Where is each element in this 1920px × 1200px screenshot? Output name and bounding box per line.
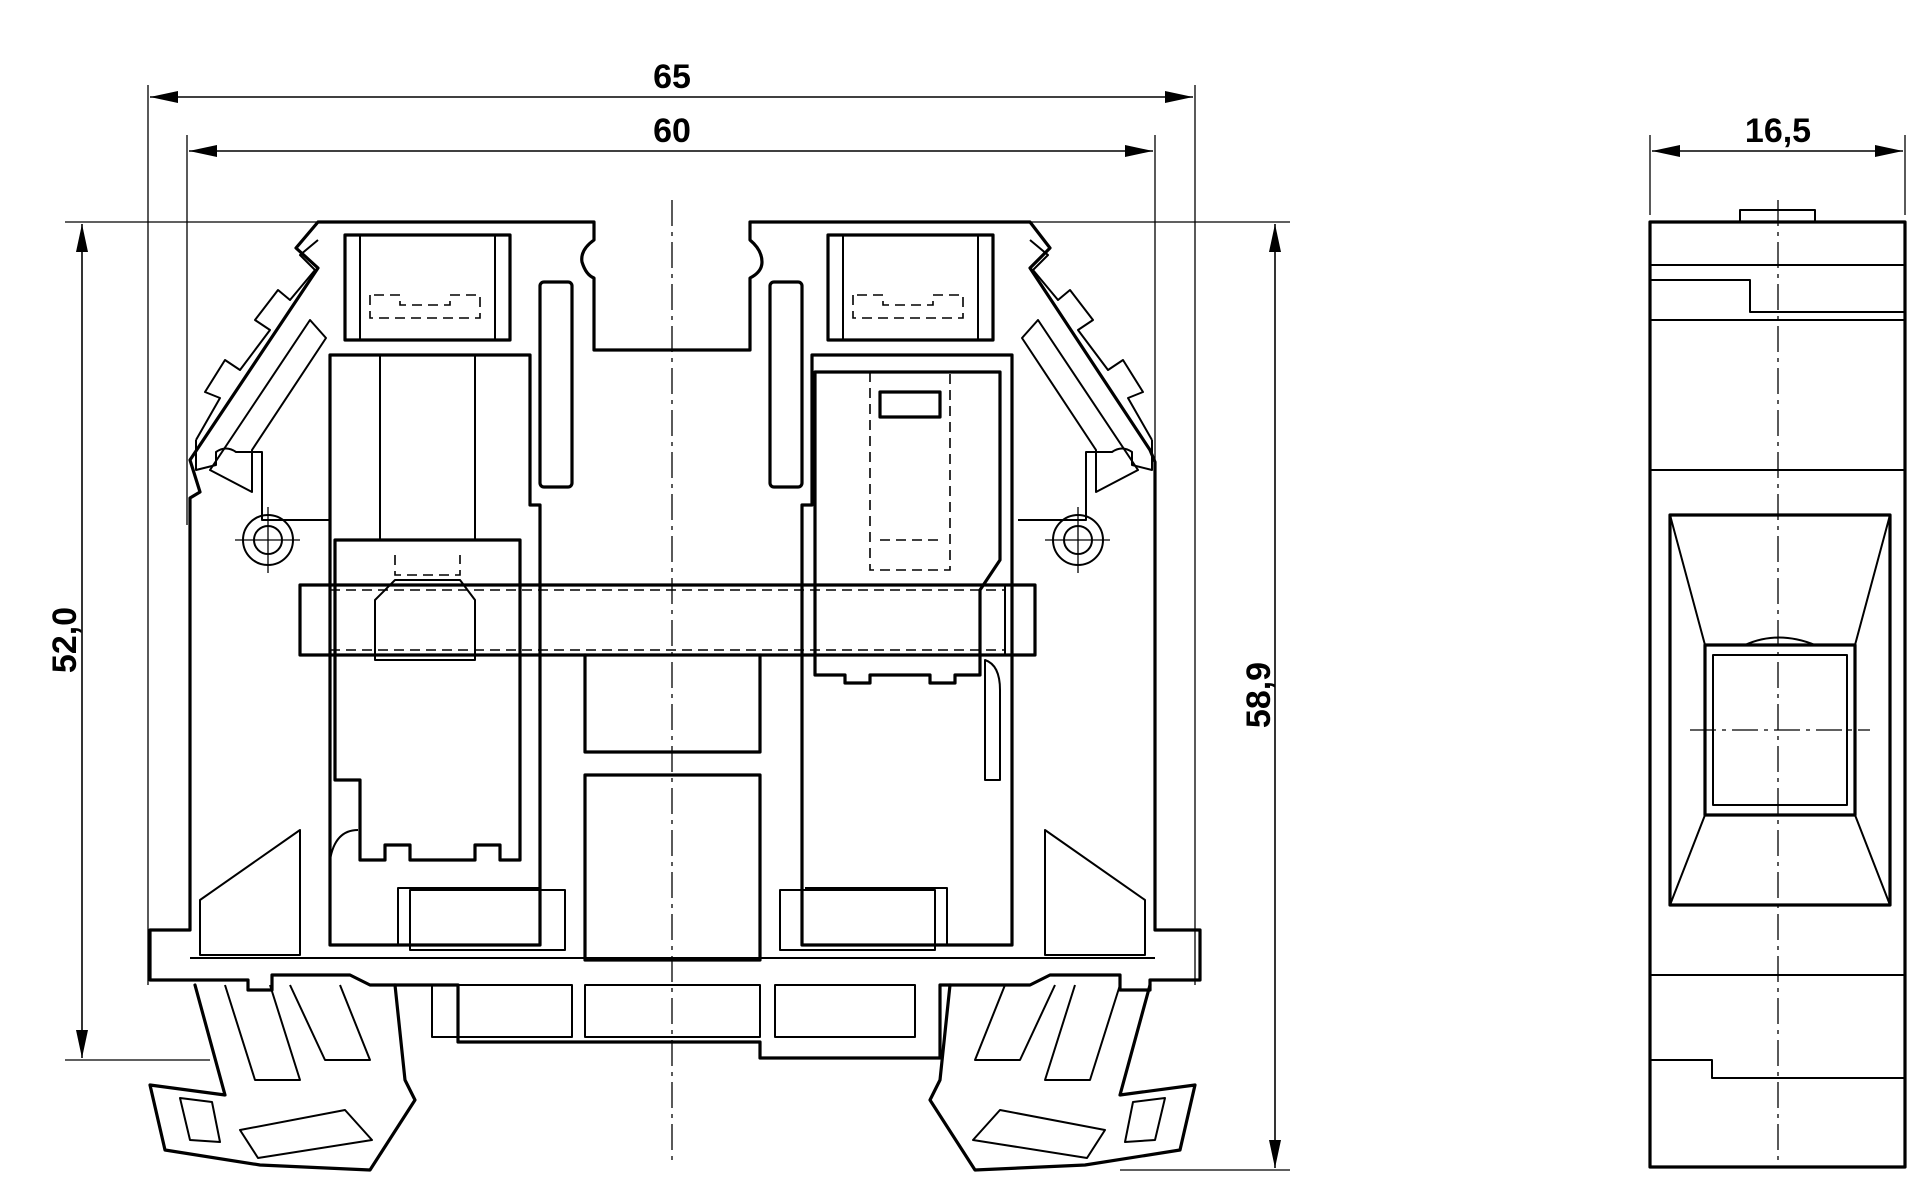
right-screw-head [826, 233, 995, 342]
dimension-60-label: 60 [653, 112, 691, 150]
right-clamp-yoke [813, 370, 1002, 685]
left-side-pocket [409, 889, 566, 951]
front-view [148, 200, 1202, 1172]
side-wire-entry [1668, 513, 1892, 907]
dimension-16-5-label: 16,5 [1745, 112, 1811, 150]
busbar [298, 583, 1037, 657]
right-clamp-body [800, 353, 1014, 947]
base-right-cell [774, 984, 916, 1038]
dimension-52-label: 52,0 [46, 607, 84, 673]
dimension-52: 52,0 [46, 221, 345, 1061]
right-dovetail [1029, 239, 1153, 441]
left-screw-head [343, 233, 512, 342]
side-view [1648, 200, 1907, 1169]
housing-outline [148, 220, 1202, 1060]
dimension-58-9-label: 58,9 [1240, 662, 1278, 728]
right-rail-foot [928, 983, 1197, 1172]
left-slot [538, 280, 574, 489]
center-lower-pocket [583, 773, 762, 962]
base-left-cell [431, 984, 573, 1038]
right-rivet [1045, 507, 1110, 573]
dimension-65: 65 [147, 58, 1196, 985]
center-upper-pocket [583, 653, 762, 754]
dimension-60: 60 [186, 112, 1156, 525]
dimension-65-label: 65 [653, 58, 691, 96]
base-center-cell [584, 984, 761, 1038]
left-dovetail [195, 239, 319, 441]
right-side-pocket [779, 889, 936, 951]
left-clamp-yoke [333, 538, 522, 862]
left-rail-foot [148, 983, 417, 1172]
dimension-16-5: 16,5 [1649, 112, 1906, 215]
left-clamp-body [328, 353, 542, 947]
right-slot [768, 280, 804, 489]
left-rivet [235, 507, 300, 573]
dimension-58-9: 58,9 [760, 221, 1290, 1171]
